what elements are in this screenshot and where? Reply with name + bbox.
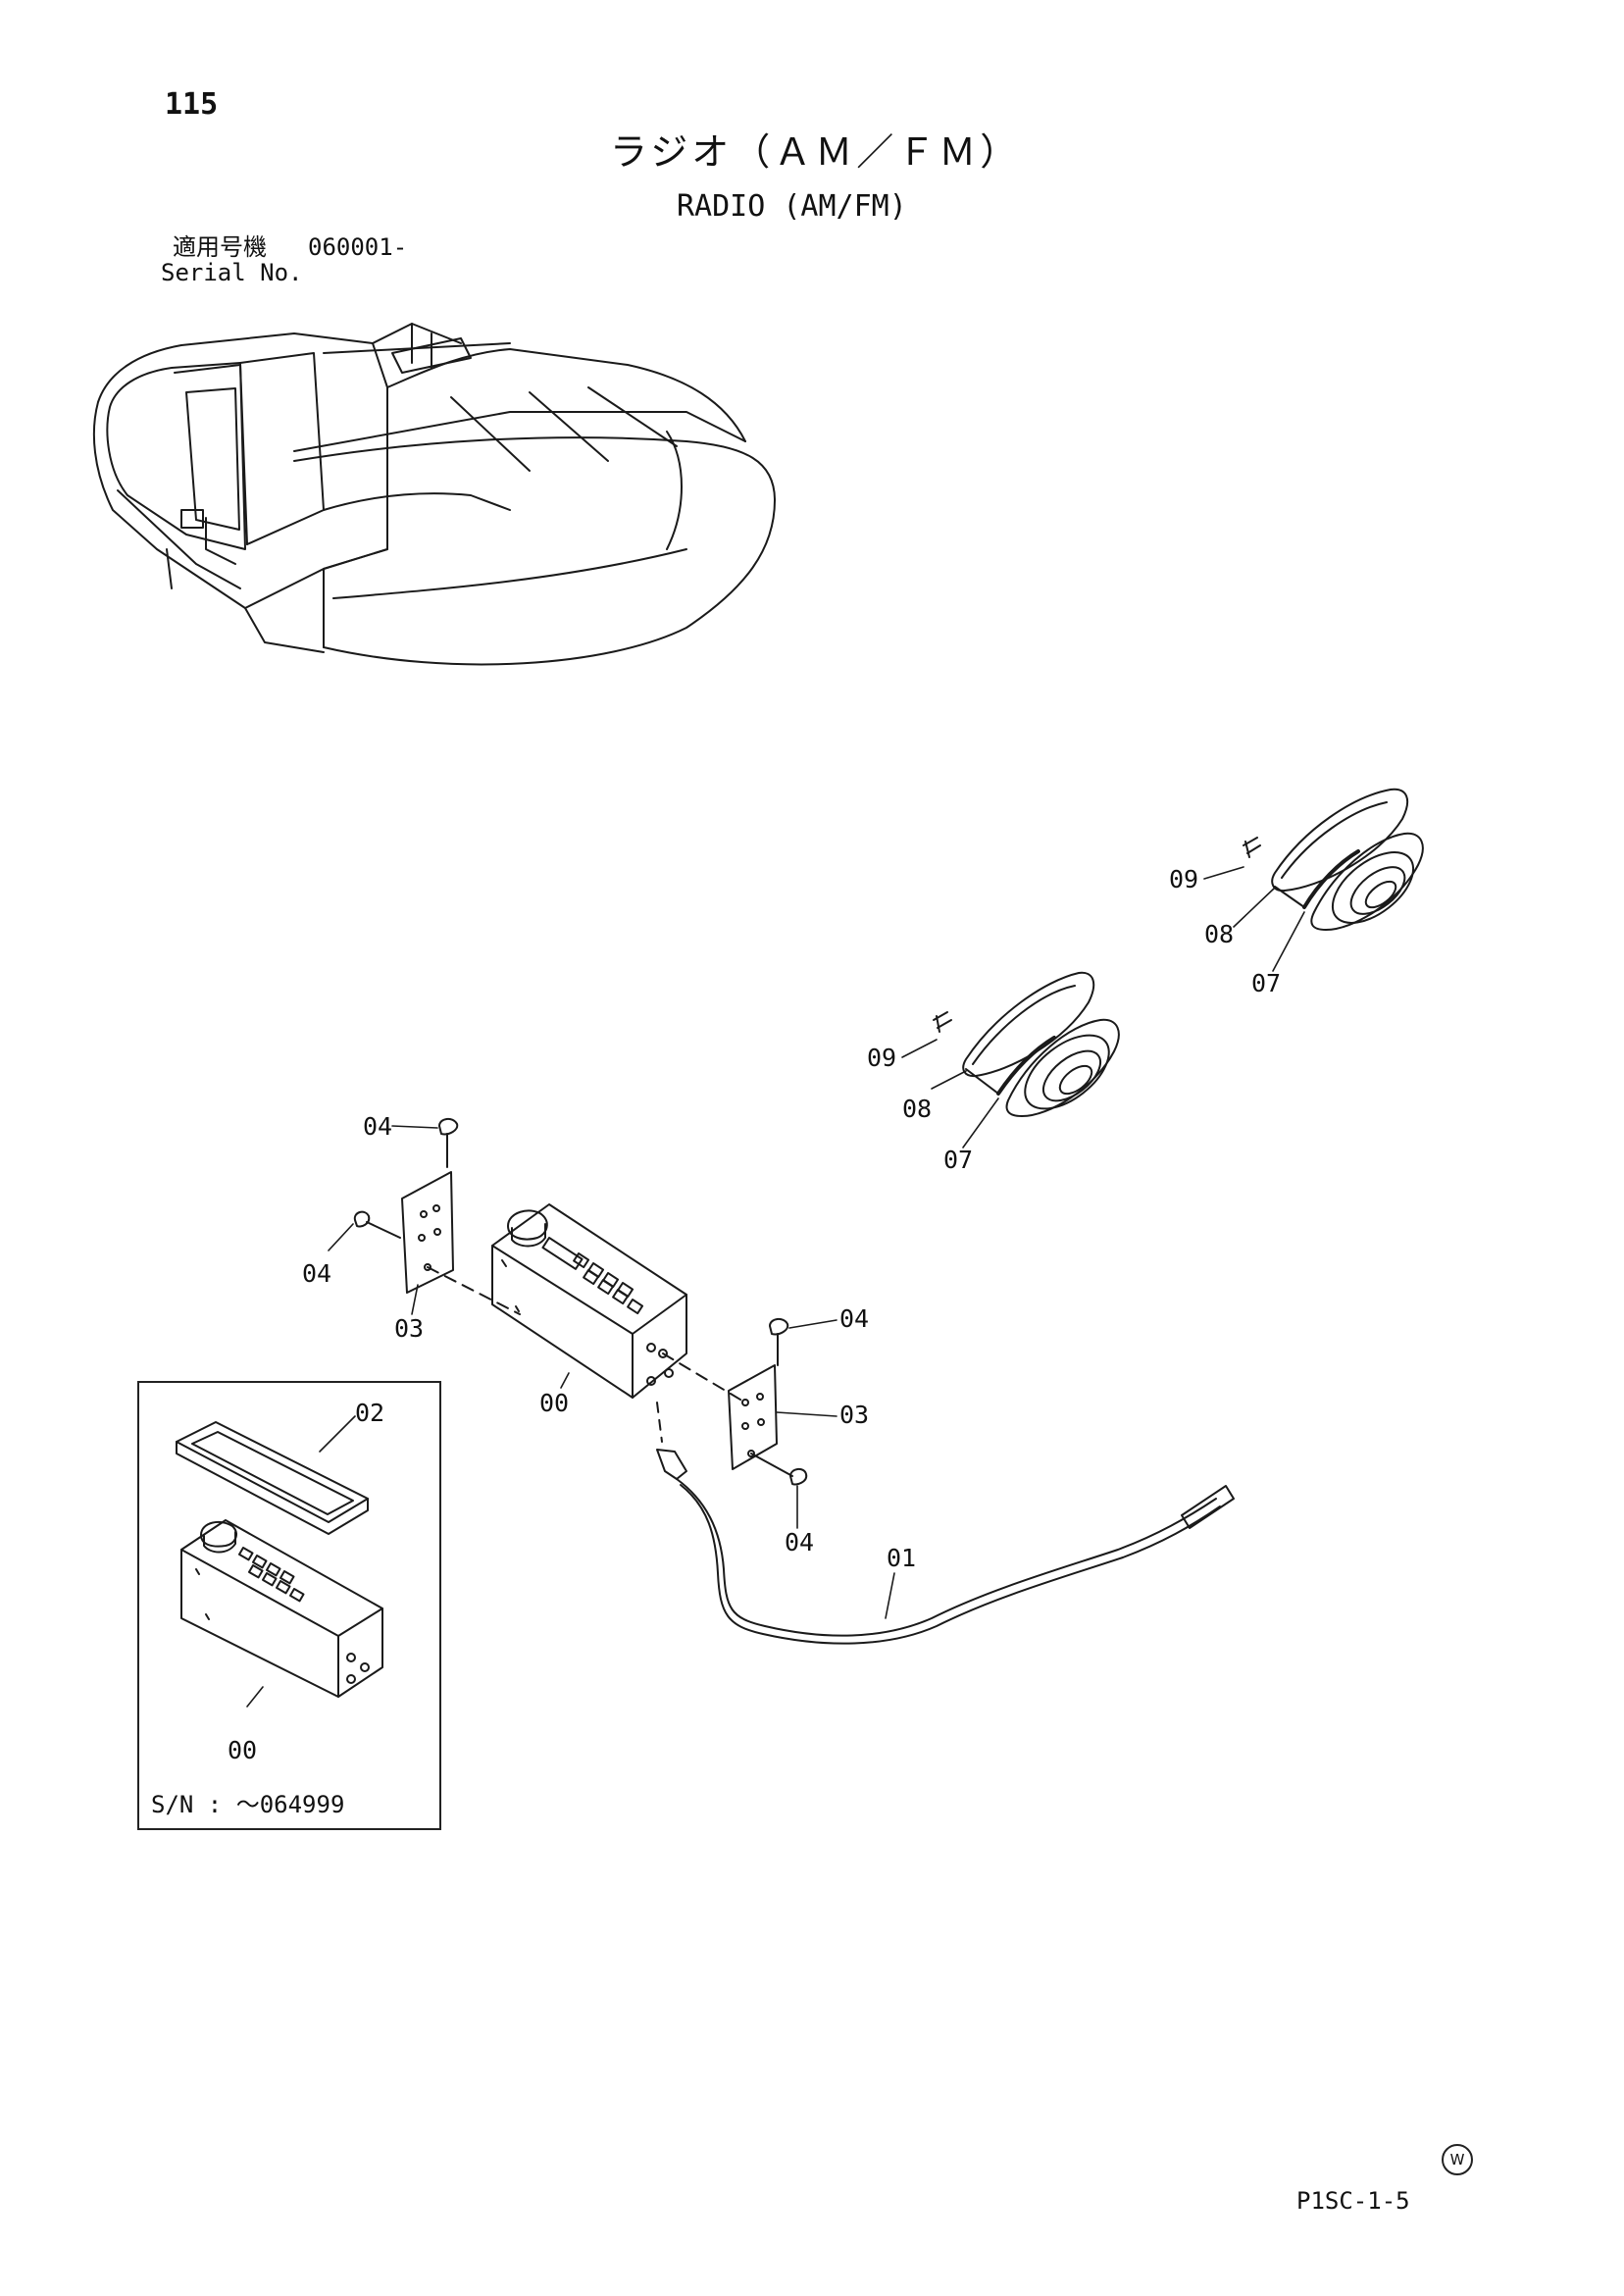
callout-screw-side-left: 04	[302, 1259, 332, 1288]
watermark-symbol: W	[1442, 2144, 1473, 2175]
speaker-front-drawing	[933, 971, 1120, 1117]
callout-screw-front: 09	[867, 1044, 897, 1072]
inset-drawing	[176, 1421, 383, 1698]
speaker-rear-drawing	[1243, 788, 1424, 931]
callout-speaker-front: 07	[943, 1146, 974, 1174]
serial-label-english: Serial No.	[161, 259, 303, 286]
page-title-japanese: ラジオ（ＡＭ／ＦＭ）	[610, 130, 1022, 174]
page-title-english: RADIO (AM/FM)	[677, 189, 907, 224]
callout-speaker-rear: 07	[1251, 969, 1282, 997]
excavator-overview-drawing	[92, 323, 776, 666]
page-number: 115	[165, 87, 219, 122]
callout-radio-main: 00	[539, 1389, 570, 1417]
serial-number: 060001-	[308, 233, 408, 261]
callout-grille-front: 08	[902, 1095, 933, 1123]
callout-bracket-left: 03	[394, 1314, 425, 1343]
bracket-left-drawing	[353, 1118, 521, 1315]
callout-cable: 01	[887, 1544, 917, 1572]
document-code: P1SC-1-5	[1296, 2187, 1410, 2215]
callout-screw-top-left: 04	[363, 1112, 393, 1141]
callout-bracket-right: 03	[839, 1401, 870, 1429]
radio-unit-drawing	[491, 1203, 687, 1399]
callout-radio-inset: 00	[228, 1736, 258, 1764]
inset-frame	[137, 1381, 441, 1830]
callout-screw-rear: 09	[1169, 865, 1199, 893]
callout-screw-top-right: 04	[839, 1304, 870, 1333]
serial-label-japanese: 適用号機	[173, 233, 267, 261]
inset-serial-note: S/N : ～064999	[151, 1791, 345, 1818]
callout-grille-rear: 08	[1204, 920, 1235, 948]
bracket-right-drawing	[656, 1318, 808, 1486]
callout-cover: 02	[355, 1399, 385, 1427]
leader-lines	[246, 866, 1305, 1708]
callout-screw-bottom-right: 04	[785, 1528, 815, 1556]
antenna-cable-drawing	[656, 1449, 1235, 1645]
